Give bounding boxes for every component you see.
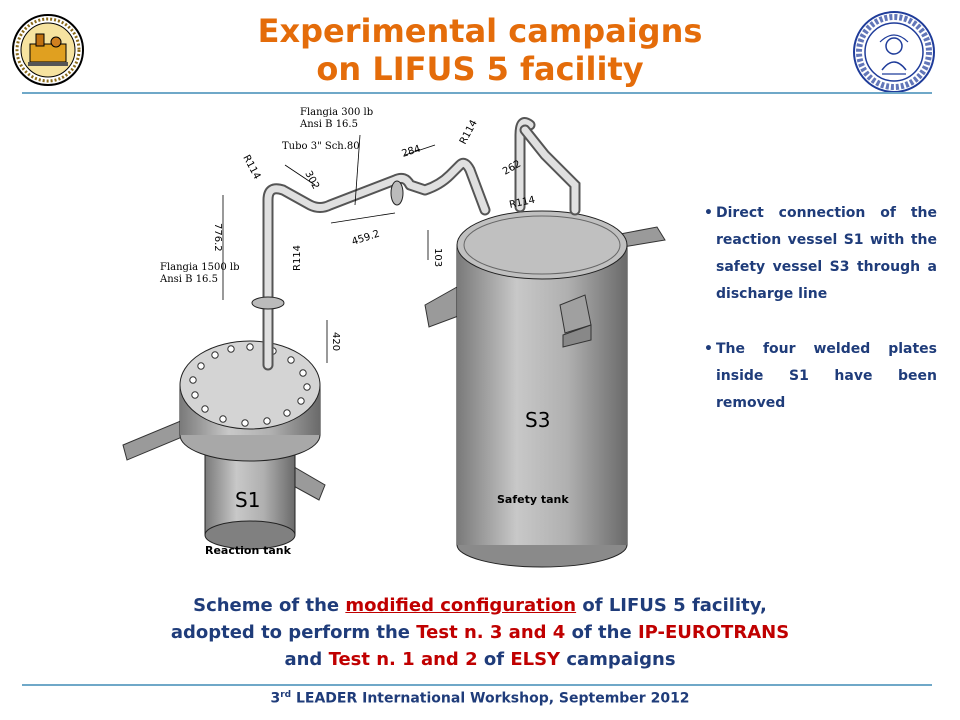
tank-s1-label: S1 [235,488,260,512]
caption-highlight: Test n. 3 and 4 [416,622,566,643]
discharge-line [251,117,581,371]
footer-text: LEADER International Workshop, September… [291,690,690,707]
reaction-tank-label: Reaction tank [205,544,291,557]
footer: 3rd LEADER International Workshop, Septe… [0,690,960,707]
caption-text: of the [565,622,638,643]
figure-caption: Scheme of the modified configuration of … [0,592,960,673]
dim-label: R114 [240,153,262,181]
caption-highlight: modified configuration [345,595,577,616]
dim-label: 776.2 [212,223,223,252]
flange-low-label-2: Ansi B 16.5 [159,274,218,285]
caption-text: campaigns [560,649,676,670]
enea-logo-icon [12,14,84,86]
dim-label: R114 [508,195,536,211]
page-title-line1: Experimental campaigns [257,12,703,50]
caption-text: and [284,649,329,670]
bullet-item: Direct connection of the reaction vessel… [700,200,937,308]
dim-label: R114 [292,245,303,271]
caption-text: of LIFUS 5 facility, [576,595,767,616]
tank-s3-label: S3 [525,408,550,432]
safety-tank-label: Safety tank [497,493,569,506]
page-title-line2: on LIFUS 5 facility [316,50,644,88]
caption-highlight: IP-EUROTRANS [637,622,790,643]
tube-label: Tubo 3" Sch.80 [282,141,360,152]
header-rule [22,92,932,94]
caption-text: Scheme of the [193,595,346,616]
dim-label: 420 [330,332,341,351]
flange-low-label: Flangia 1500 lb [160,262,240,273]
footer-number: 3 [270,690,281,707]
flange-top-label: Flangia 300 lb [300,107,373,118]
caption-highlight: ELSY [510,649,561,670]
tank-s3 [424,210,666,568]
caption-highlight: Test n. 1 and 2 [328,649,478,670]
bullet-item: The four welded plates inside S1 have be… [700,336,937,417]
dim-label: 284 [401,143,423,159]
dim-label: 459.2 [351,229,382,248]
bullet-list: Direct connection of the reaction vessel… [700,200,937,417]
flange-top-label-2: Ansi B 16.5 [299,119,358,130]
dim-label: 103 [432,248,443,267]
dim-label: 302 [302,169,321,191]
dim-label: R114 [458,118,480,146]
tank-s1 [122,340,326,550]
dimension-lines [222,134,436,363]
caption-text: of [477,649,511,670]
caption-text: adopted to perform the [170,622,417,643]
footer-rule [22,684,932,686]
footer-superscript: rd [280,690,292,700]
facility-diagram: Flangia 300 lb Ansi B 16.5 Tubo 3" Sch.8… [122,107,666,568]
